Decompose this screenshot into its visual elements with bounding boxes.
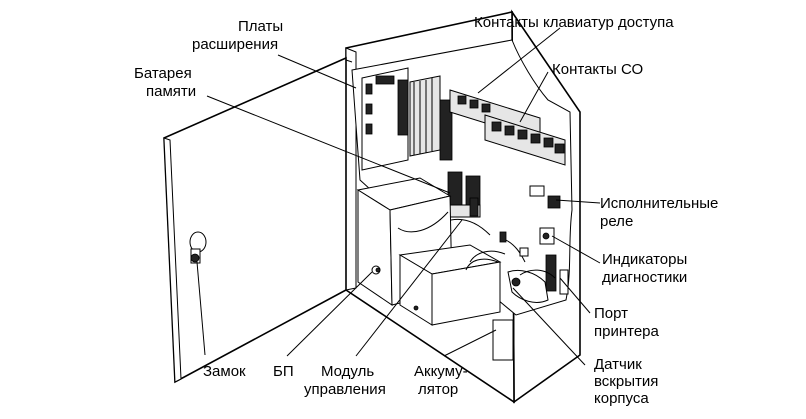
battery-box [398,244,506,326]
cabinet-door [163,56,353,384]
label-printer-port-2: принтера [594,323,660,340]
tamper-switch [492,269,556,361]
label-output-relays-2: реле [600,213,633,230]
label-tamper-sensor-2: вскрытия [594,373,658,390]
label-control-module-2: управления [304,381,386,398]
label-co-contacts: Контакты СО [552,61,643,78]
label-keypad-contacts: Контакты клавиатур доступа [474,14,674,31]
label-memory-battery-1: Батарея [134,65,192,82]
label-psu: БП [273,363,294,380]
label-output-relays-1: Исполнительные [600,195,718,212]
main-board [351,39,573,316]
door-lock [189,231,207,264]
label-expansion-boards-1: Платы [238,18,283,35]
label-printer-port-1: Порт [594,305,628,322]
leader-lines [196,27,601,366]
label-diagnostic-leds-1: Индикаторы [602,251,687,268]
label-battery-1: Аккуму- [414,363,468,380]
label-control-module-1: Модуль [321,363,374,380]
labels: Платы расширения Батарея памяти Контакты… [134,14,718,407]
label-memory-battery-2: памяти [146,83,196,100]
label-battery-2: лятор [418,381,458,398]
label-diagnostic-leds-2: диагностики [602,269,687,286]
label-tamper-sensor-1: Датчик [594,356,642,373]
label-tamper-sensor-3: корпуса [594,390,649,407]
label-lock: Замок [203,363,246,380]
label-expansion-boards-2: расширения [192,36,278,53]
